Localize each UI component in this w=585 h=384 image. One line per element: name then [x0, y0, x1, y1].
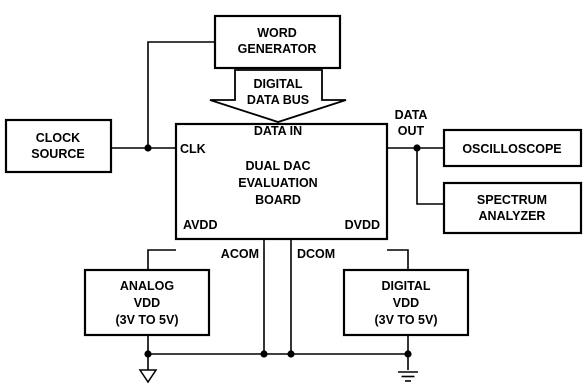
digital-data-bus-arrow: DIGITAL DATA BUS — [209, 69, 347, 123]
spectrum-analyzer-block: SPECTRUM ANALYZER — [442, 181, 583, 235]
digital-vdd-line1: DIGITAL — [381, 279, 430, 293]
dvdd-wire — [387, 249, 409, 270]
oscilloscope-block: OSCILLOSCOPE — [442, 128, 583, 168]
analog-vdd-line2: VDD — [134, 296, 160, 310]
junction-dot — [260, 350, 268, 358]
acom-label: ACOM — [221, 247, 259, 261]
clock-source-line2: SOURCE — [31, 147, 84, 161]
bus-label-line1: DIGITAL — [253, 77, 302, 91]
data-out-label-line2: OUT — [398, 124, 425, 138]
avdd-wire — [147, 249, 176, 270]
spectrum-analyzer-line2: ANALYZER — [479, 209, 546, 223]
wires — [111, 41, 444, 370]
clock-source-block: CLOCK SOURCE — [4, 118, 113, 174]
analog-vdd-line1: ANALOG — [120, 279, 174, 293]
pin-dvdd: DVDD — [345, 218, 380, 232]
junction-dot — [144, 350, 152, 358]
word-generator-line1: WORD — [257, 26, 297, 40]
analog-ground-icon — [138, 369, 158, 384]
pin-clk: CLK — [180, 142, 206, 156]
analog-vdd-block: ANALOG VDD (3V TO 5V) — [83, 268, 211, 337]
dac-board-title-line3: BOARD — [255, 193, 301, 207]
word-generator-line2: GENERATOR — [238, 42, 317, 56]
digital-vdd-line2: VDD — [393, 296, 419, 310]
junction-dot — [287, 350, 295, 358]
junction-dot — [144, 144, 152, 152]
digital-ground-icon — [398, 371, 418, 382]
clock-source-line1: CLOCK — [36, 131, 80, 145]
spectrum-branch-wire — [416, 148, 444, 205]
spectrum-analyzer-line1: SPECTRUM — [477, 193, 547, 207]
junction-dot — [404, 350, 412, 358]
word-generator-block: WORD GENERATOR — [213, 14, 342, 70]
word-generator-clock-wire — [147, 41, 215, 148]
data-out-label-line1: DATA — [395, 108, 428, 122]
junctions — [144, 144, 421, 358]
pin-data-in: DATA IN — [254, 124, 302, 138]
dcom-label: DCOM — [297, 247, 335, 261]
oscilloscope-label: OSCILLOSCOPE — [462, 142, 561, 156]
bus-label-line2: DATA BUS — [247, 93, 309, 107]
dac-evaluation-board-block: DATA IN CLK DUAL DAC EVALUATION BOARD AV… — [174, 122, 389, 241]
analog-vdd-line3: (3V TO 5V) — [116, 313, 179, 327]
dac-board-title-line1: DUAL DAC — [245, 159, 310, 173]
digital-vdd-line3: (3V TO 5V) — [375, 313, 438, 327]
junction-dot — [413, 144, 421, 152]
digital-vdd-block: DIGITAL VDD (3V TO 5V) — [342, 268, 470, 337]
pin-avdd: AVDD — [183, 218, 218, 232]
dac-board-title-line2: EVALUATION — [238, 176, 317, 190]
